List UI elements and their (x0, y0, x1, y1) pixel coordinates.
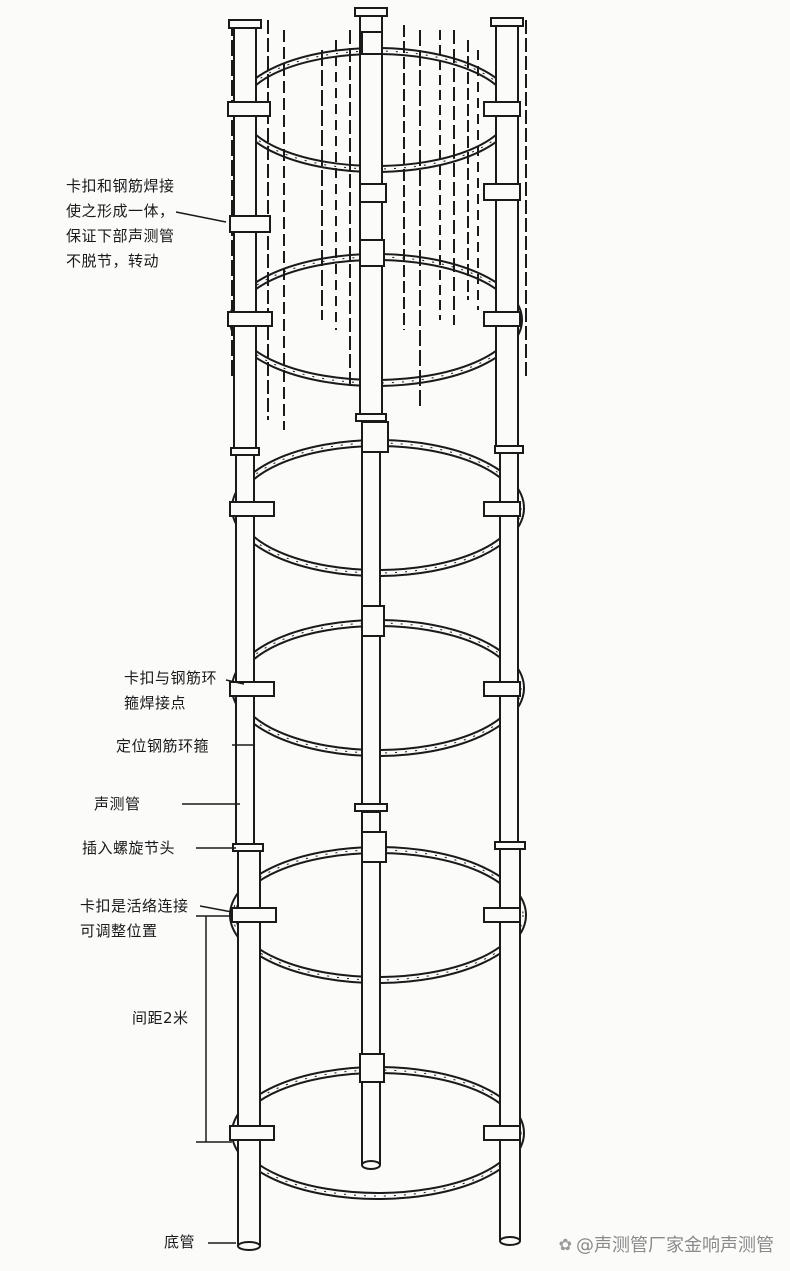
pipe-clips (227, 31, 521, 1141)
label-spiral-joint: 插入螺旋节头 (82, 839, 176, 857)
label-positioning-hoop: 定位钢筋环箍 (116, 737, 210, 755)
label-sonic-pipe: 声测管 (94, 795, 141, 813)
label-bottom-pipe: 底管 (164, 1233, 196, 1251)
rebar-group (231, 20, 527, 430)
label-spacing: 间距2米 (132, 1009, 189, 1027)
wechat-like-icon: ✿ (558, 1234, 572, 1254)
leader-lines (175, 211, 254, 1244)
watermark: ✿ @声测管厂家金响声测管 (559, 1231, 774, 1257)
pipe-caps (228, 7, 526, 1251)
label-clip-hoop-weld: 卡扣与钢筋环 箍焊接点 (124, 669, 218, 712)
spacing-dimension (196, 915, 232, 1143)
label-clip-adjustable: 卡扣是活络连接 可调整位置 (80, 897, 189, 940)
watermark-text: @声测管厂家金响声测管 (576, 1235, 774, 1256)
label-clip-weld: 卡扣和钢筋焊接 使之形成一体， 保证下部声测管 不脱节，转动 (66, 177, 175, 270)
